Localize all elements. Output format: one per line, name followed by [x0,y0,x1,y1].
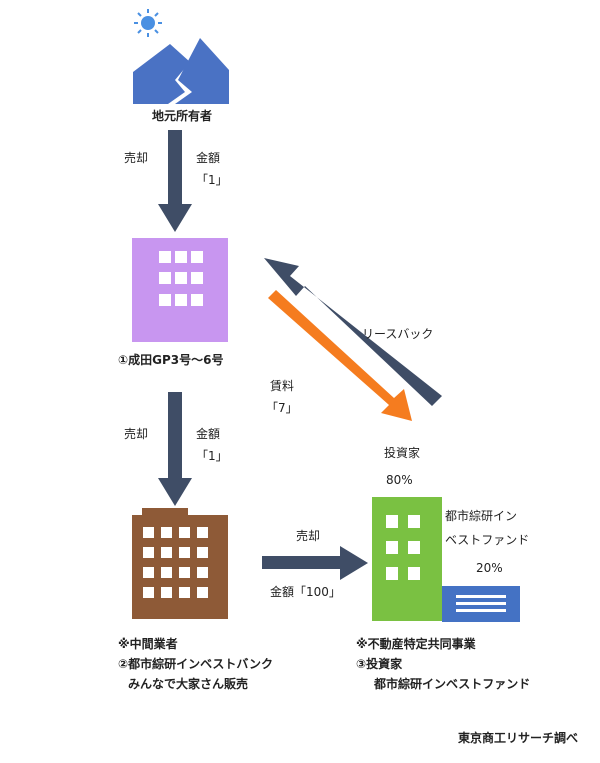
arrow-rent [268,290,412,421]
sale1-amount-label: 金額 [196,151,221,165]
sale3-action: 売却 [296,529,321,543]
investor-bottom-line2: ③投資家 [356,657,403,671]
rent-label: 賃料 [270,379,295,393]
sale2-amount: 「1」 [196,449,228,463]
arrow-leaseback [264,258,442,406]
intermediary-line1: ※中間業者 [118,637,178,651]
investor-top-share: 80% [386,473,413,487]
intermediary-line2: ②都市綜研インベストバンク [118,657,274,671]
sale1-action: 売却 [124,151,149,165]
land-icon [133,38,229,104]
source-credit: 東京商工リサーチ調べ [458,731,579,745]
sale3-amount: 金額「100」 [270,585,341,599]
investor-bottom-line1: ※不動産特定共同事業 [356,637,476,651]
arrow-sale-3 [262,546,368,580]
blue-building-icon [442,586,520,622]
fund-share: 20% [476,561,503,575]
sale2-action: 売却 [124,427,149,441]
fund-label-line2: ベストファンド [445,533,530,547]
intermediary-line3: みんなで大家さん販売 [128,677,249,691]
leaseback-label: リースバック [362,327,434,341]
arrow-sale-2 [158,392,192,506]
brown-building-icon [132,508,228,619]
green-building-icon [372,497,442,621]
fund-label-line1: 都市綜研イン [445,509,518,523]
investor-top-label: 投資家 [384,446,421,460]
sun-icon [134,9,162,37]
purple-building-icon [132,238,228,342]
seiden-label: ①成田GP3号～6号 [118,353,224,367]
rent-amount: 「7」 [266,401,298,415]
sale2-amount-label: 金額 [196,427,221,441]
sale1-amount: 「1」 [196,173,228,187]
arrow-sale-1 [158,130,192,232]
investor-bottom-line3: 都市綜研インベストファンド [374,677,531,691]
landowner-label: 地元所有者 [152,109,213,123]
